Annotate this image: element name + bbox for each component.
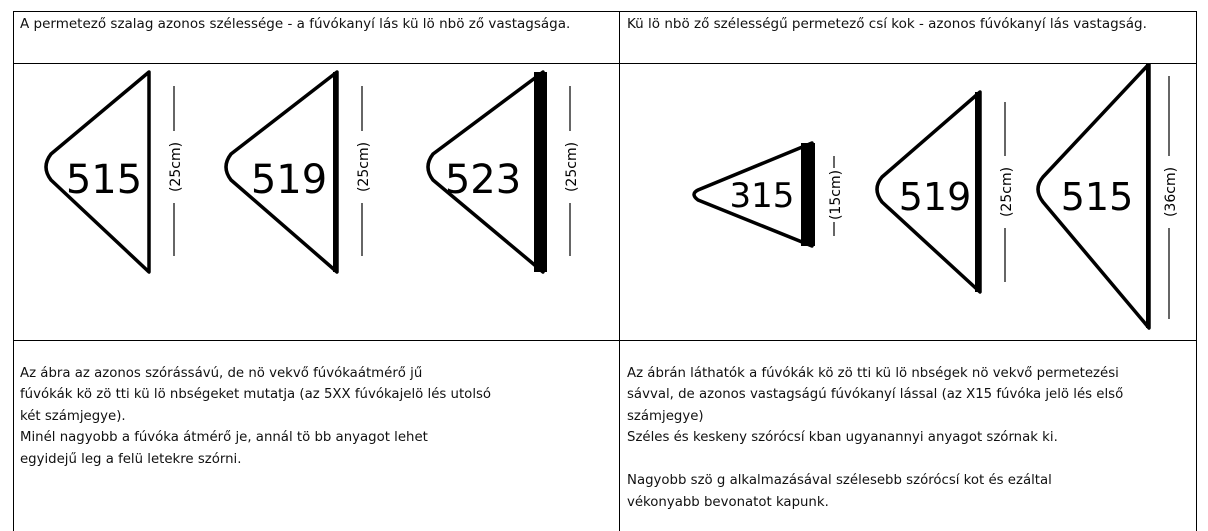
table-border-top (13, 11, 1197, 12)
width-label: (15cm) (828, 170, 844, 220)
nozzle-right-1: 315 (15cm) (692, 141, 846, 248)
nozzle-code: 515 (66, 157, 142, 203)
header-divider (13, 63, 1197, 64)
left-header-text: A permetező szalag azonos szélessége - a… (20, 16, 571, 32)
table-border-right (1196, 11, 1197, 531)
right-header: Kü lö nbö ző szélességű permetező csí ko… (620, 11, 1165, 63)
right-description-text: Az ábrán láthatók a fúvókák kö zö tti kü… (627, 365, 1124, 510)
left-description-text: Az ábra az azonos szórássávú, de nö vekv… (20, 365, 492, 467)
column-divider (619, 11, 620, 531)
nozzle-code: 519 (899, 175, 972, 219)
nozzle-right-3: 515 (36cm) (1036, 64, 1180, 330)
nozzle-code: 515 (1061, 175, 1134, 219)
left-description: Az ábra az azonos szórássávú, de nö vekv… (13, 341, 617, 531)
nozzle-left-1: 515 (25cm) (44, 70, 185, 274)
width-label: (25cm) (168, 142, 184, 192)
width-label: (36cm) (1163, 167, 1179, 217)
left-nozzle-figure: 515 (25cm) 519 (25cm) 523 (25cm) (44, 70, 581, 274)
table-border-left (13, 11, 14, 531)
right-nozzle-figure: 315 (15cm) 519 (25cm) 515 (36cm) (692, 64, 1180, 330)
nozzle-left-2: 519 (25cm) (224, 70, 373, 274)
nozzle-code: 519 (251, 157, 327, 203)
right-header-text: Kü lö nbö ző szélességű permetező csí ko… (627, 16, 1147, 32)
nozzle-right-2: 519 (25cm) (875, 90, 1016, 294)
nozzle-code: 315 (730, 176, 795, 216)
comparison-table: A permetező szalag azonos szélessége - a… (13, 11, 1197, 531)
width-label: (25cm) (564, 142, 580, 192)
nozzle-code: 523 (445, 157, 521, 203)
right-description: Az ábrán láthatók a fúvókák kö zö tti kü… (620, 341, 1196, 531)
figure-divider (13, 340, 1197, 341)
width-label: (25cm) (999, 167, 1015, 217)
left-header: A permetező szalag azonos szélessége - a… (13, 11, 593, 63)
width-label: (25cm) (356, 142, 372, 192)
nozzle-left-3: 523 (25cm) (426, 70, 581, 274)
